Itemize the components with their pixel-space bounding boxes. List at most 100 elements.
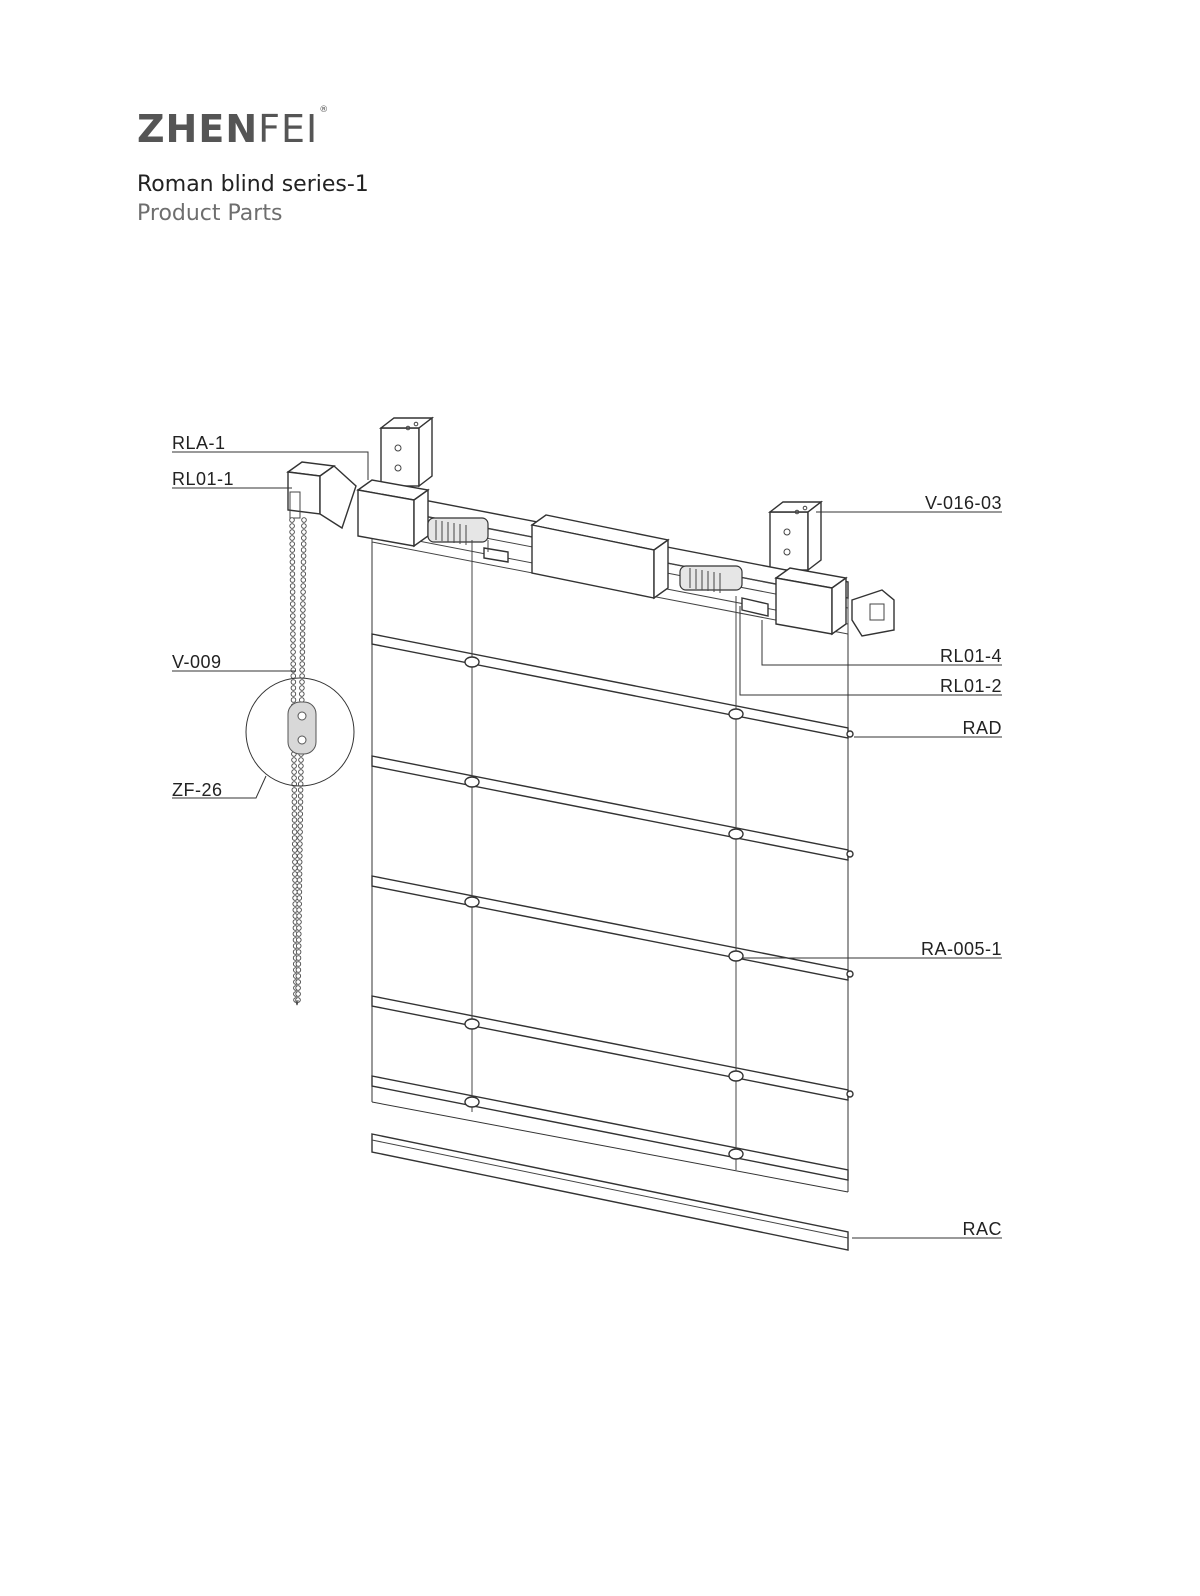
label-rac: RAC: [962, 1219, 1002, 1239]
chain-bead: [291, 841, 298, 847]
chain-bead: [291, 817, 298, 823]
chain-bead: [292, 865, 298, 871]
chain-bead: [289, 571, 296, 577]
label-rl01-4: RL01-4: [940, 646, 1002, 666]
chain-bead: [299, 679, 305, 685]
label-rl01-1: RL01-1: [172, 469, 234, 489]
chain-bead: [295, 991, 301, 997]
brand-bold: ZHEN: [137, 107, 259, 151]
chain-bead: [291, 769, 297, 775]
label-zf-26: ZF-26: [172, 780, 223, 800]
chain-connector-magnifier: [245, 677, 355, 787]
chain-bead: [290, 673, 297, 679]
chain-bead: [297, 829, 303, 835]
batten-rods: [371, 633, 849, 1181]
chain-bead: [290, 631, 296, 637]
chain-bead: [289, 517, 295, 523]
chain-bead: [296, 907, 302, 913]
chain-bead: [299, 685, 305, 691]
chain-bead: [289, 529, 295, 535]
mounting-bracket-right: [767, 500, 824, 572]
chain-bead: [291, 775, 297, 781]
chain-bead: [289, 589, 296, 595]
chain-bead: [300, 601, 306, 607]
chain-bead: [297, 817, 304, 823]
brand-logo: ZHENFEI®: [137, 106, 329, 151]
chain-bead: [301, 523, 307, 529]
chain-bead: [301, 535, 307, 541]
ball-chain: [289, 517, 307, 1006]
end-bracket-right: [851, 589, 895, 637]
chain-bead: [290, 649, 296, 655]
chain-bead: [298, 757, 304, 763]
chain-bead: [300, 547, 307, 553]
cord-rings: [464, 656, 744, 1160]
chain-bead: [290, 691, 297, 697]
chain-bead: [290, 679, 297, 685]
chain-bead: [289, 553, 296, 559]
label-rla-1: RLA-1: [172, 433, 226, 453]
chain-bead: [299, 667, 305, 673]
chain-bead: [289, 541, 295, 547]
chain-bead: [298, 775, 304, 781]
label-rl01-2: RL01-2: [940, 676, 1002, 696]
chain-bead: [301, 517, 307, 523]
chain-bead: [299, 655, 306, 661]
chain-bead: [292, 859, 298, 865]
cord-lock-right: [679, 565, 769, 617]
center-support: [530, 514, 670, 600]
leader-lines: [172, 451, 1002, 1239]
chain-bead: [300, 541, 307, 547]
chain-bead: [290, 607, 296, 613]
chain-bead: [289, 523, 295, 529]
chain-bead: [297, 793, 304, 799]
chain-bead: [296, 931, 302, 937]
brand-light: FEI: [258, 107, 319, 151]
chain-bead: [290, 697, 297, 703]
chain-bead: [300, 577, 307, 583]
chain-bead: [296, 889, 303, 895]
chain-bead: [290, 625, 296, 631]
chain-bead: [292, 877, 298, 883]
chain-bead: [295, 955, 302, 961]
chain-bead: [297, 805, 304, 811]
chain-bead: [297, 847, 303, 853]
chain-bead: [289, 565, 296, 571]
chain-bead: [289, 577, 296, 583]
chain-bead: [291, 829, 298, 835]
chain-bead: [290, 685, 297, 691]
chain-bead: [299, 619, 306, 625]
bottom-bar: [371, 1133, 849, 1251]
chain-bead: [291, 757, 297, 763]
chain-bead: [300, 589, 306, 595]
chain-bead: [295, 943, 302, 949]
chain-bead: [296, 877, 303, 883]
end-cap-left: [356, 479, 430, 548]
chain-bead: [300, 595, 306, 601]
chain-bead: [291, 811, 298, 817]
chain-bead: [300, 559, 307, 565]
chain-bead: [297, 835, 303, 841]
chain-bead: [290, 655, 296, 661]
chain-bead: [291, 787, 298, 793]
chain-bead: [290, 619, 296, 625]
label-ra-005-1: RA-005-1: [921, 939, 1002, 959]
chain-bead: [289, 559, 296, 565]
chain-bead: [296, 859, 303, 865]
chain-bead: [295, 967, 302, 973]
chain-bead: [290, 637, 296, 643]
chain-bead: [299, 631, 306, 637]
chain-bead: [298, 769, 304, 775]
end-cap-right: [774, 567, 848, 636]
chain-bead: [289, 547, 296, 553]
chain-bead: [296, 883, 303, 889]
page-subtitle: Product Parts: [137, 201, 283, 226]
chain-bead: [300, 583, 306, 589]
chain-bead: [300, 565, 307, 571]
chain-bead: [296, 865, 303, 871]
chain-bead: [290, 643, 296, 649]
registered-mark: ®: [319, 105, 330, 115]
chain-bead: [296, 937, 302, 943]
chain-control-unit: [286, 461, 357, 530]
